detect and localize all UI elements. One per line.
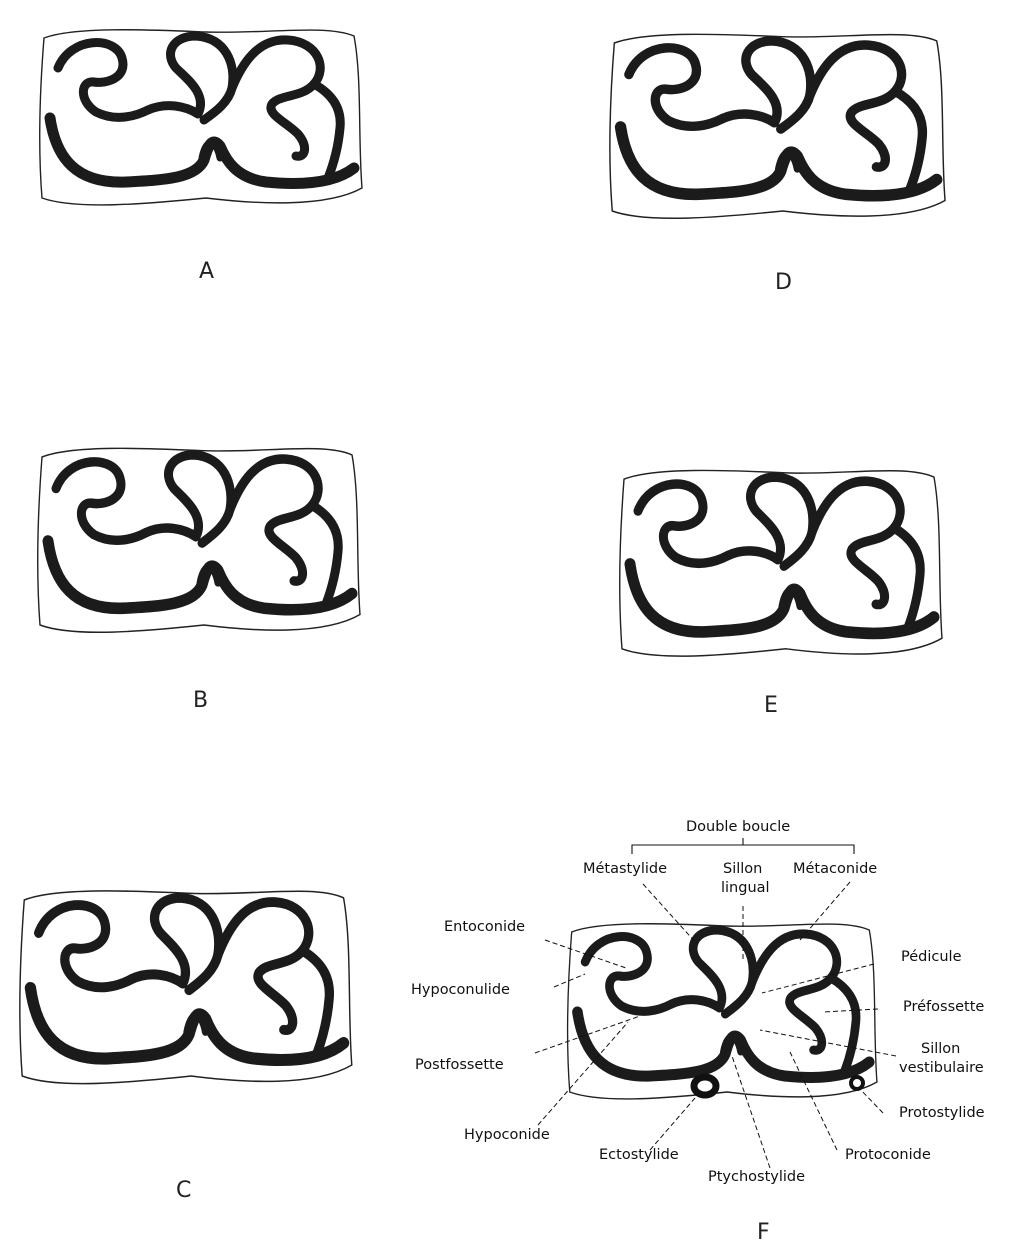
label-hypoconulide: Hypoconulide — [411, 983, 510, 999]
label-prefossette: Préfossette — [903, 1000, 984, 1016]
label-double-boucle: Double boucle — [686, 820, 790, 836]
tooth-drawing-a — [40, 30, 362, 205]
label-hypoconide: Hypoconide — [464, 1128, 550, 1144]
tooth-drawing-c — [20, 891, 352, 1084]
tooth-drawing-d — [610, 34, 945, 218]
double-boucle-bracket — [632, 838, 854, 854]
label-protoconide: Protoconide — [845, 1148, 931, 1164]
label-sillon-vestibulaire-1: Sillon — [921, 1042, 960, 1058]
label-ectostylide: Ectostylide — [599, 1148, 679, 1164]
figure-label-a: A — [199, 259, 214, 284]
label-sillon-lingual-2: lingual — [721, 881, 770, 897]
label-protostylide: Protostylide — [899, 1106, 985, 1122]
label-postfossette: Postfossette — [415, 1058, 504, 1074]
tooth-drawing-b — [38, 448, 360, 632]
figure-label-f: F — [757, 1220, 770, 1245]
protostylide-mark — [851, 1077, 863, 1089]
figure-label-d: D — [775, 270, 792, 295]
tooth-drawing-e — [620, 470, 942, 656]
figure-label-b: B — [193, 688, 208, 713]
label-sillon-vestibulaire-2: vestibulaire — [899, 1061, 984, 1077]
label-entoconide: Entoconide — [444, 920, 525, 936]
ectostylide-mark — [694, 1077, 716, 1095]
label-metaconide: Métaconide — [793, 862, 877, 878]
label-pedicule: Pédicule — [901, 950, 962, 966]
figure-label-e: E — [764, 693, 778, 718]
label-metastylide: Métastylide — [583, 862, 667, 878]
tooth-drawing-f — [568, 924, 877, 1099]
figure-label-c: C — [176, 1178, 191, 1203]
label-sillon-lingual-1: Sillon — [723, 862, 762, 878]
label-ptychostylide: Ptychostylide — [708, 1170, 805, 1186]
